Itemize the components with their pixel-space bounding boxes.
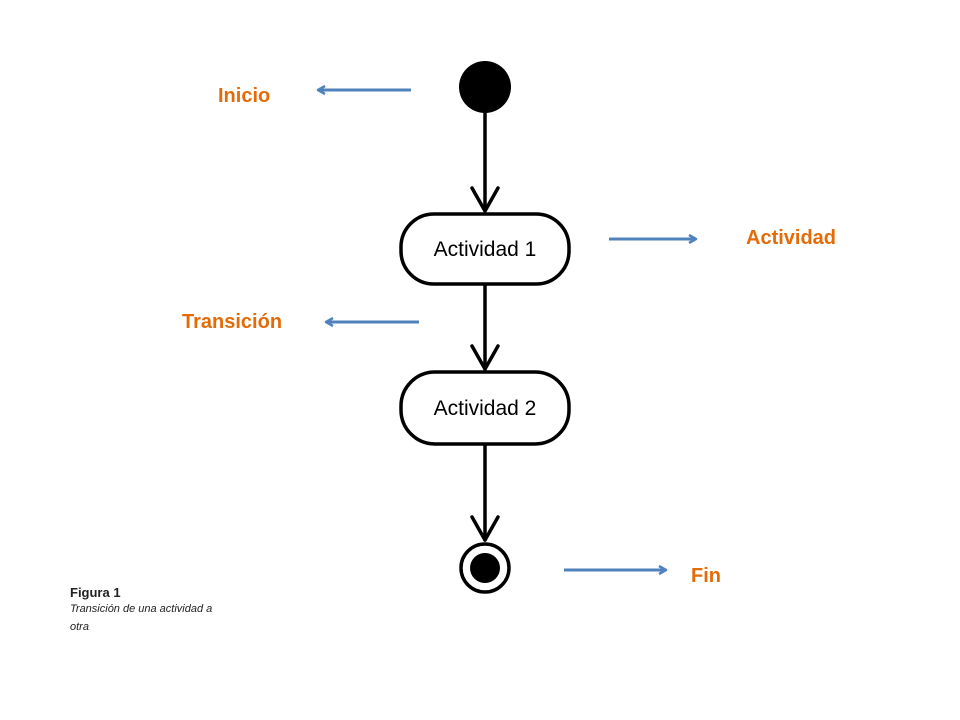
initial-node xyxy=(459,61,511,113)
activity-node-2-label: Actividad 2 xyxy=(434,397,537,420)
activity-node-1: Actividad 1 xyxy=(399,212,571,286)
annotation-label-end: Fin xyxy=(691,565,721,587)
transition-activity-2-to-end xyxy=(470,443,500,542)
transition-start-to-activity-1 xyxy=(470,110,500,213)
final-node xyxy=(459,542,511,594)
activity-node-1-label: Actividad 1 xyxy=(434,238,537,261)
figure-description: Transición de una actividad a otra xyxy=(70,603,213,633)
figure-number: Figura 1 xyxy=(70,585,121,600)
annotation-label-transition: Transición xyxy=(182,311,282,333)
figure-caption: Figura 1 Transición de una actividad a o… xyxy=(70,585,230,636)
annotation-label-activity: Actividad xyxy=(746,227,836,249)
activity-node-2: Actividad 2 xyxy=(399,370,571,446)
annotation-label-start: Inicio xyxy=(218,85,270,107)
transition-activity-1-to-2 xyxy=(470,283,500,371)
